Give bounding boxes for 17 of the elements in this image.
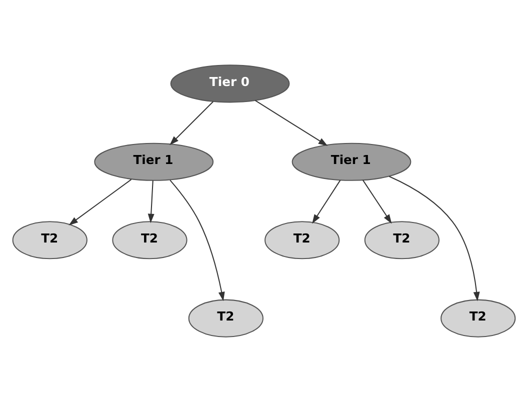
arrow bbox=[362, 179, 392, 224]
node-ellipse: T2 bbox=[440, 298, 516, 337]
arrow bbox=[312, 179, 341, 224]
arrow bbox=[148, 180, 154, 223]
node-ellipse: Tier 1 bbox=[292, 142, 412, 180]
node-ellipse: T2 bbox=[264, 220, 340, 259]
node-ellipse: T2 bbox=[364, 220, 440, 259]
node-ellipse: T2 bbox=[112, 220, 188, 259]
node-ellipse: T2 bbox=[188, 298, 264, 337]
arrow bbox=[68, 178, 132, 225]
arrow bbox=[170, 100, 214, 145]
node-ellipse: T2 bbox=[12, 220, 88, 259]
node-ellipse: Tier 0 bbox=[170, 64, 290, 102]
arrow bbox=[170, 179, 225, 301]
node-ellipse: Tier 1 bbox=[94, 142, 214, 180]
arrow bbox=[254, 100, 328, 146]
arrow bbox=[388, 175, 480, 301]
